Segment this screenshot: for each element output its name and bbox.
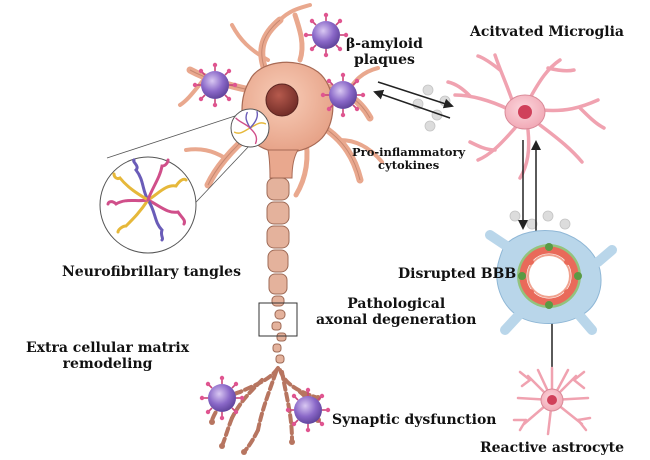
ecm-remodeling-label-line2: remodeling <box>62 356 153 373</box>
bbb-label: Disrupted BBB <box>398 266 517 282</box>
amyloid-plaque-icon <box>320 72 366 118</box>
tangles-label: Neurofibrillary tangles <box>62 264 241 280</box>
astrocyte-label: Reactive astrocyte <box>480 440 625 456</box>
amyloid-plaques-label-line1: β-amyloid <box>346 36 423 52</box>
ecm-remodeling-label: Extra cellular matrix remodeling <box>26 340 189 372</box>
amyloid-plaque-icon <box>192 62 238 108</box>
astrocyte-cell-icon <box>512 366 592 436</box>
tau-tangle-icon <box>99 108 270 254</box>
cytokines-label-line2: cytokines <box>378 158 440 173</box>
cytokines-label: Pro-inflammatory cytokines <box>352 145 466 173</box>
ecm-remodeling-label-line1: Extra cellular matrix <box>26 340 190 356</box>
microglia-label: Acitvated Microglia <box>470 24 624 40</box>
amyloid-plaque-icon <box>285 387 331 433</box>
axonal-degeneration-label: Pathological axonal degeneration <box>316 296 476 328</box>
blood-vessel-icon <box>485 230 617 335</box>
amyloid-plaques-label-line2: plaques <box>353 52 415 69</box>
amyloid-plaque-icon <box>199 375 245 421</box>
cytokines-label-line1: Pro-inflammatory <box>352 145 466 159</box>
amyloid-plaques-label: β-amyloid plaques <box>346 36 423 68</box>
amyloid-plaque-icon <box>303 12 349 58</box>
microglia-cell-icon <box>446 53 606 180</box>
axonal-degeneration-label-line1: Pathological <box>347 296 446 312</box>
axonal-degeneration-label-line2: axonal degeneration <box>316 312 477 329</box>
synaptic-dysfunction-label: Synaptic dysfunction <box>332 412 497 428</box>
